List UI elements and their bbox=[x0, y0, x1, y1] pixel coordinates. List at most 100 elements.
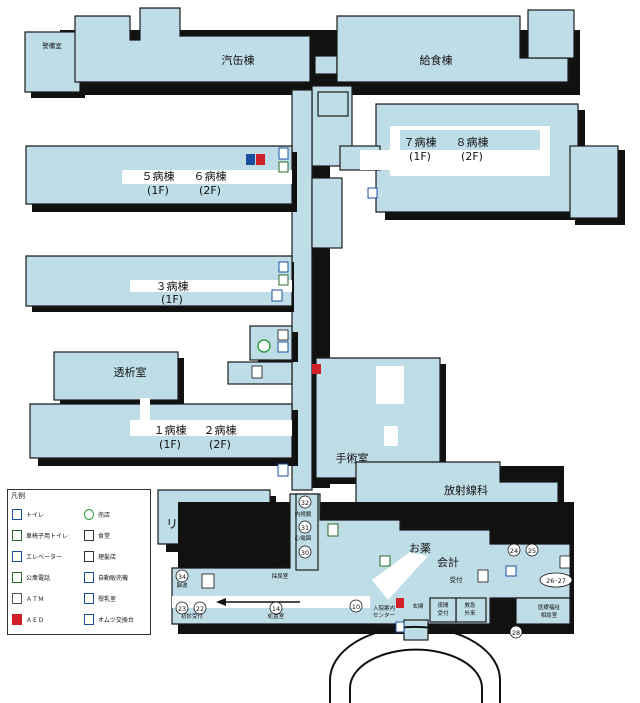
legend-item: エレベーター bbox=[12, 546, 82, 567]
keibishitsu-building bbox=[24, 31, 81, 93]
shop-icon bbox=[257, 339, 271, 353]
yakan-label: 夜間 bbox=[437, 601, 449, 609]
public-phone-icon bbox=[278, 274, 289, 286]
shindenzu-label: 心電図 bbox=[295, 535, 312, 542]
kikansho-building bbox=[74, 7, 311, 83]
legend-item: トイレ bbox=[12, 504, 82, 525]
ward-7-8-building: ７病棟 (1F) ８病棟 (2F) bbox=[339, 103, 625, 225]
ward1-label: １病棟 bbox=[154, 423, 187, 437]
kikansho-label: 汽缶棟 bbox=[222, 53, 255, 67]
kyukyu-room bbox=[455, 597, 487, 623]
ward-7-8-annex bbox=[569, 145, 619, 219]
genkan-label: 玄関 bbox=[412, 602, 424, 610]
legend-item: 公衆電話 bbox=[12, 567, 82, 588]
elevator-icon bbox=[271, 289, 283, 302]
legend-item-label: オムツ交換台 bbox=[98, 617, 134, 624]
kyushoku-label: 給食棟 bbox=[420, 53, 453, 67]
room-25: 25 bbox=[528, 547, 536, 555]
entrance-drive bbox=[329, 619, 501, 703]
room-26-27: 26･27 bbox=[546, 577, 566, 585]
room-32: 32 bbox=[301, 499, 309, 507]
kyukyu2-label: 外来 bbox=[464, 609, 476, 617]
elevator-icon bbox=[395, 621, 405, 633]
sairyo-label: 採尿室 bbox=[272, 572, 289, 580]
shoshin-label: 初診受付 bbox=[181, 612, 204, 620]
elevator-icon bbox=[277, 341, 289, 353]
ward-1-2-building: 透析室 １病棟 (1F) ２病棟 (2F) bbox=[29, 351, 298, 466]
legend-item: 理髪店 bbox=[84, 546, 150, 567]
ward-1-2-corridor bbox=[130, 420, 292, 436]
yakan2-label: 受付 bbox=[437, 609, 449, 617]
aed-icon bbox=[256, 154, 265, 165]
ward-3-building: ３病棟 (1F) bbox=[25, 255, 294, 312]
legend-item: オムツ交換台 bbox=[84, 609, 150, 630]
ward7-floor: (1F) bbox=[409, 150, 431, 163]
barber-icon bbox=[277, 329, 289, 341]
ward6-floor: (2F) bbox=[199, 184, 221, 197]
legend-item-label: ＡＴＭ bbox=[26, 596, 45, 603]
map-icons bbox=[201, 147, 571, 633]
ward-3-corridor bbox=[130, 280, 292, 292]
room-28: 28 bbox=[512, 629, 520, 637]
kyukyu-label: 救急 bbox=[464, 601, 476, 609]
public-phone-icon bbox=[278, 161, 289, 173]
elevator-icon bbox=[246, 154, 255, 165]
room-22: 22 bbox=[196, 605, 204, 613]
aed-icon bbox=[396, 598, 404, 608]
saiketsu-label: 採血室 bbox=[272, 560, 289, 568]
outpatient-building: お薬 会計 受付 玄関 夜間 受付 救急 外来 医療福祉 相談室 入院案内 セン… bbox=[171, 493, 574, 634]
nyuin2-label: センター bbox=[373, 611, 395, 619]
nyuin-label: 入院案内 bbox=[373, 604, 395, 612]
atm-icon bbox=[12, 593, 22, 604]
vending-machine-icon bbox=[84, 572, 94, 583]
ward3-label: ３病棟 bbox=[156, 279, 189, 293]
room-30: 30 bbox=[301, 549, 309, 557]
ward6-label: ６病棟 bbox=[194, 169, 227, 183]
ward8-label: ８病棟 bbox=[456, 135, 489, 149]
legend-item-label: 公衆電話 bbox=[26, 575, 51, 582]
legend-item: 売店 bbox=[84, 504, 150, 525]
naishikyo-label: 内視鏡 bbox=[295, 510, 312, 518]
toilet-icon bbox=[277, 463, 289, 477]
legend-item-label: エレベーター bbox=[26, 554, 63, 561]
public-phone-icon bbox=[12, 572, 22, 583]
legend-item-label: トイレ bbox=[26, 512, 45, 519]
legend-item: 食堂 bbox=[84, 525, 150, 546]
barber-icon bbox=[84, 551, 94, 562]
ward-5-6-building: ５病棟 (1F) ６病棟 (2F) bbox=[25, 145, 297, 212]
toilet-icon bbox=[278, 147, 289, 160]
okusuri-label: お薬 bbox=[409, 542, 431, 555]
diaper-changing-icon bbox=[84, 614, 94, 625]
keibishitsu-label: 警備室 bbox=[42, 41, 62, 50]
wheelchair-toilet-icon bbox=[327, 523, 339, 537]
elevator-icon bbox=[367, 187, 378, 199]
legend-item-label: 自動販売機 bbox=[98, 575, 129, 582]
ward8-floor: (2F) bbox=[461, 150, 483, 163]
wheelchair-toilet-icon bbox=[12, 530, 22, 541]
nursing-room-icon bbox=[84, 593, 94, 604]
aed-icon bbox=[312, 364, 321, 374]
toilet-icon bbox=[477, 569, 489, 583]
iryo2-label: 相談室 bbox=[541, 611, 558, 619]
nouha-label: 脳波 bbox=[176, 581, 188, 589]
kaikei-label: 会計 bbox=[437, 555, 459, 569]
room-31: 31 bbox=[301, 524, 309, 532]
room-24: 24 bbox=[510, 547, 518, 555]
top-buildings: 汽缶棟 給食棟 警備室 bbox=[24, 7, 580, 98]
touseki-label: 透析室 bbox=[114, 365, 147, 379]
room-34: 34 bbox=[178, 573, 186, 581]
nursing-room-icon bbox=[505, 565, 517, 577]
legend-item: 車椅子用トイレ bbox=[12, 525, 82, 546]
aed-icon bbox=[12, 614, 22, 625]
legend-item: ＡＴＭ bbox=[12, 588, 82, 609]
ward1-floor: (1F) bbox=[159, 438, 181, 451]
legend-item-label: ＡＥＤ bbox=[26, 617, 45, 624]
legend-item-label: 食堂 bbox=[98, 533, 111, 540]
toilet-icon bbox=[278, 261, 289, 273]
ward5-floor: (1F) bbox=[147, 184, 169, 197]
toilet-icon bbox=[559, 555, 571, 569]
kyushoku-annex bbox=[527, 9, 575, 59]
restaurant-icon bbox=[84, 530, 94, 541]
